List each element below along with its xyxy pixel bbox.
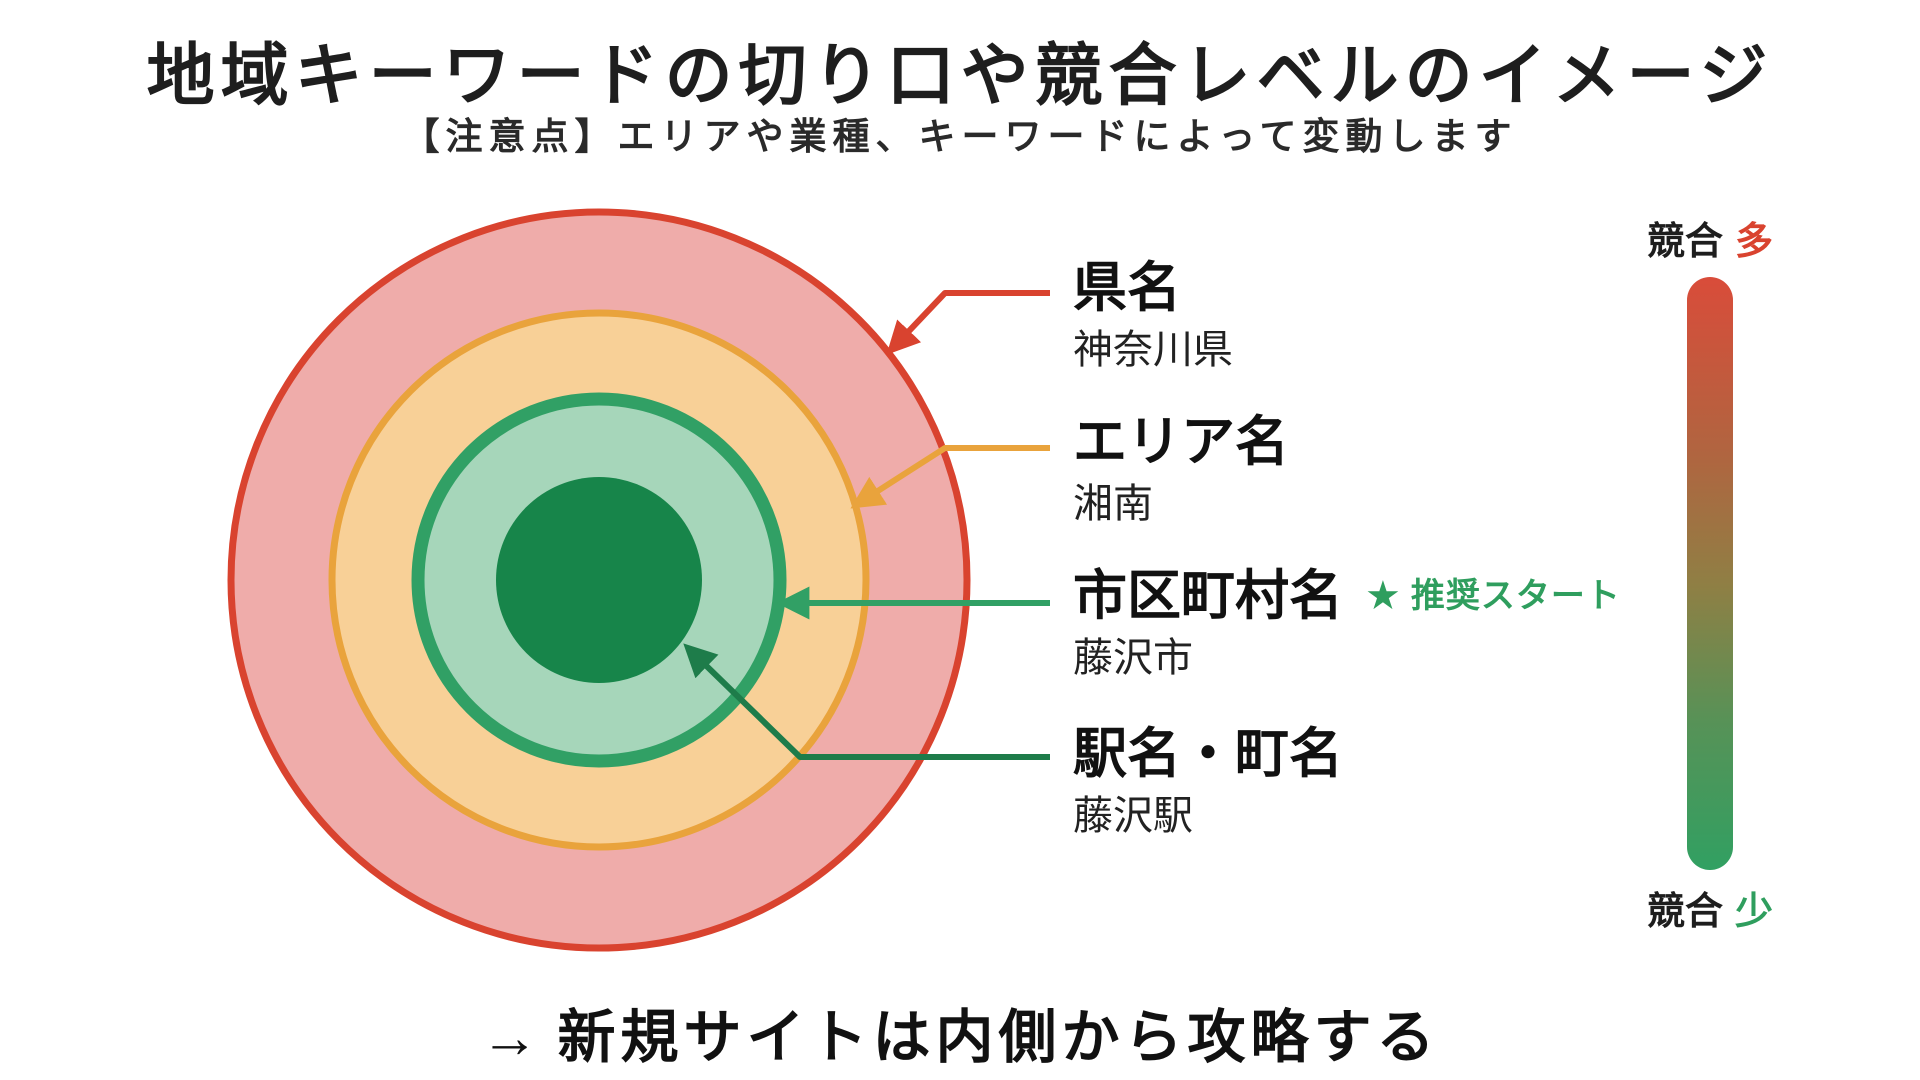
page-subtitle: 【注意点】エリアや業種、キーワードによって変動します — [402, 116, 1518, 157]
recommended-start-label: 推奨スタート — [1410, 577, 1621, 615]
ring-city-outline — [411, 392, 787, 768]
label-city-text: 市区町村名 — [1073, 566, 1343, 626]
arrow-area — [850, 445, 1050, 509]
label-area-heading: エリア名 — [1073, 412, 1289, 472]
legend-competition-high: 競合多 — [1590, 210, 1830, 265]
page-title: 地域キーワードの切り口や競合レベルのイメージ — [146, 38, 1774, 114]
recommended-start-badge: ★ 推奨スタート — [1365, 566, 1621, 626]
right-arrow-icon: → — [480, 1005, 544, 1070]
label-station-heading: 駅名・町名 — [1073, 724, 1343, 784]
conclusion-label: 新規サイトは内側から攻略する — [557, 1005, 1440, 1070]
legend-low-value: 少 — [1735, 891, 1774, 933]
competition-gradient-bar — [1687, 277, 1733, 870]
ring-prefecture-outline — [227, 208, 971, 952]
label-prefecture-heading: 県名 — [1073, 258, 1181, 318]
label-area-example: 湘南 — [1073, 482, 1153, 526]
label-station-example: 藤沢駅 — [1073, 794, 1193, 838]
label-city-heading: 市区町村名 ★ 推奨スタート — [1073, 566, 1621, 626]
conclusion-text: →新規サイトは内側から攻略する — [0, 990, 1920, 1074]
label-city-example: 藤沢市 — [1073, 636, 1193, 680]
legend-high-label: 競合 — [1646, 221, 1723, 263]
label-station: 駅名・町名 藤沢駅 — [1073, 724, 1343, 840]
label-prefecture-example: 神奈川県 — [1073, 328, 1233, 372]
legend-low-label: 競合 — [1646, 891, 1723, 933]
arrow-prefecture — [886, 290, 1050, 355]
legend-high-value: 多 — [1735, 221, 1774, 263]
star-icon: ★ — [1365, 574, 1401, 618]
ring-station-circle — [496, 477, 702, 683]
ring-area-outline — [328, 309, 870, 851]
label-city: 市区町村名 ★ 推奨スタート 藤沢市 — [1073, 566, 1621, 682]
label-prefecture: 県名 神奈川県 — [1073, 258, 1233, 374]
arrow-station — [683, 643, 1050, 760]
label-area: エリア名 湘南 — [1073, 412, 1289, 528]
legend-competition-low: 競合少 — [1590, 880, 1830, 935]
